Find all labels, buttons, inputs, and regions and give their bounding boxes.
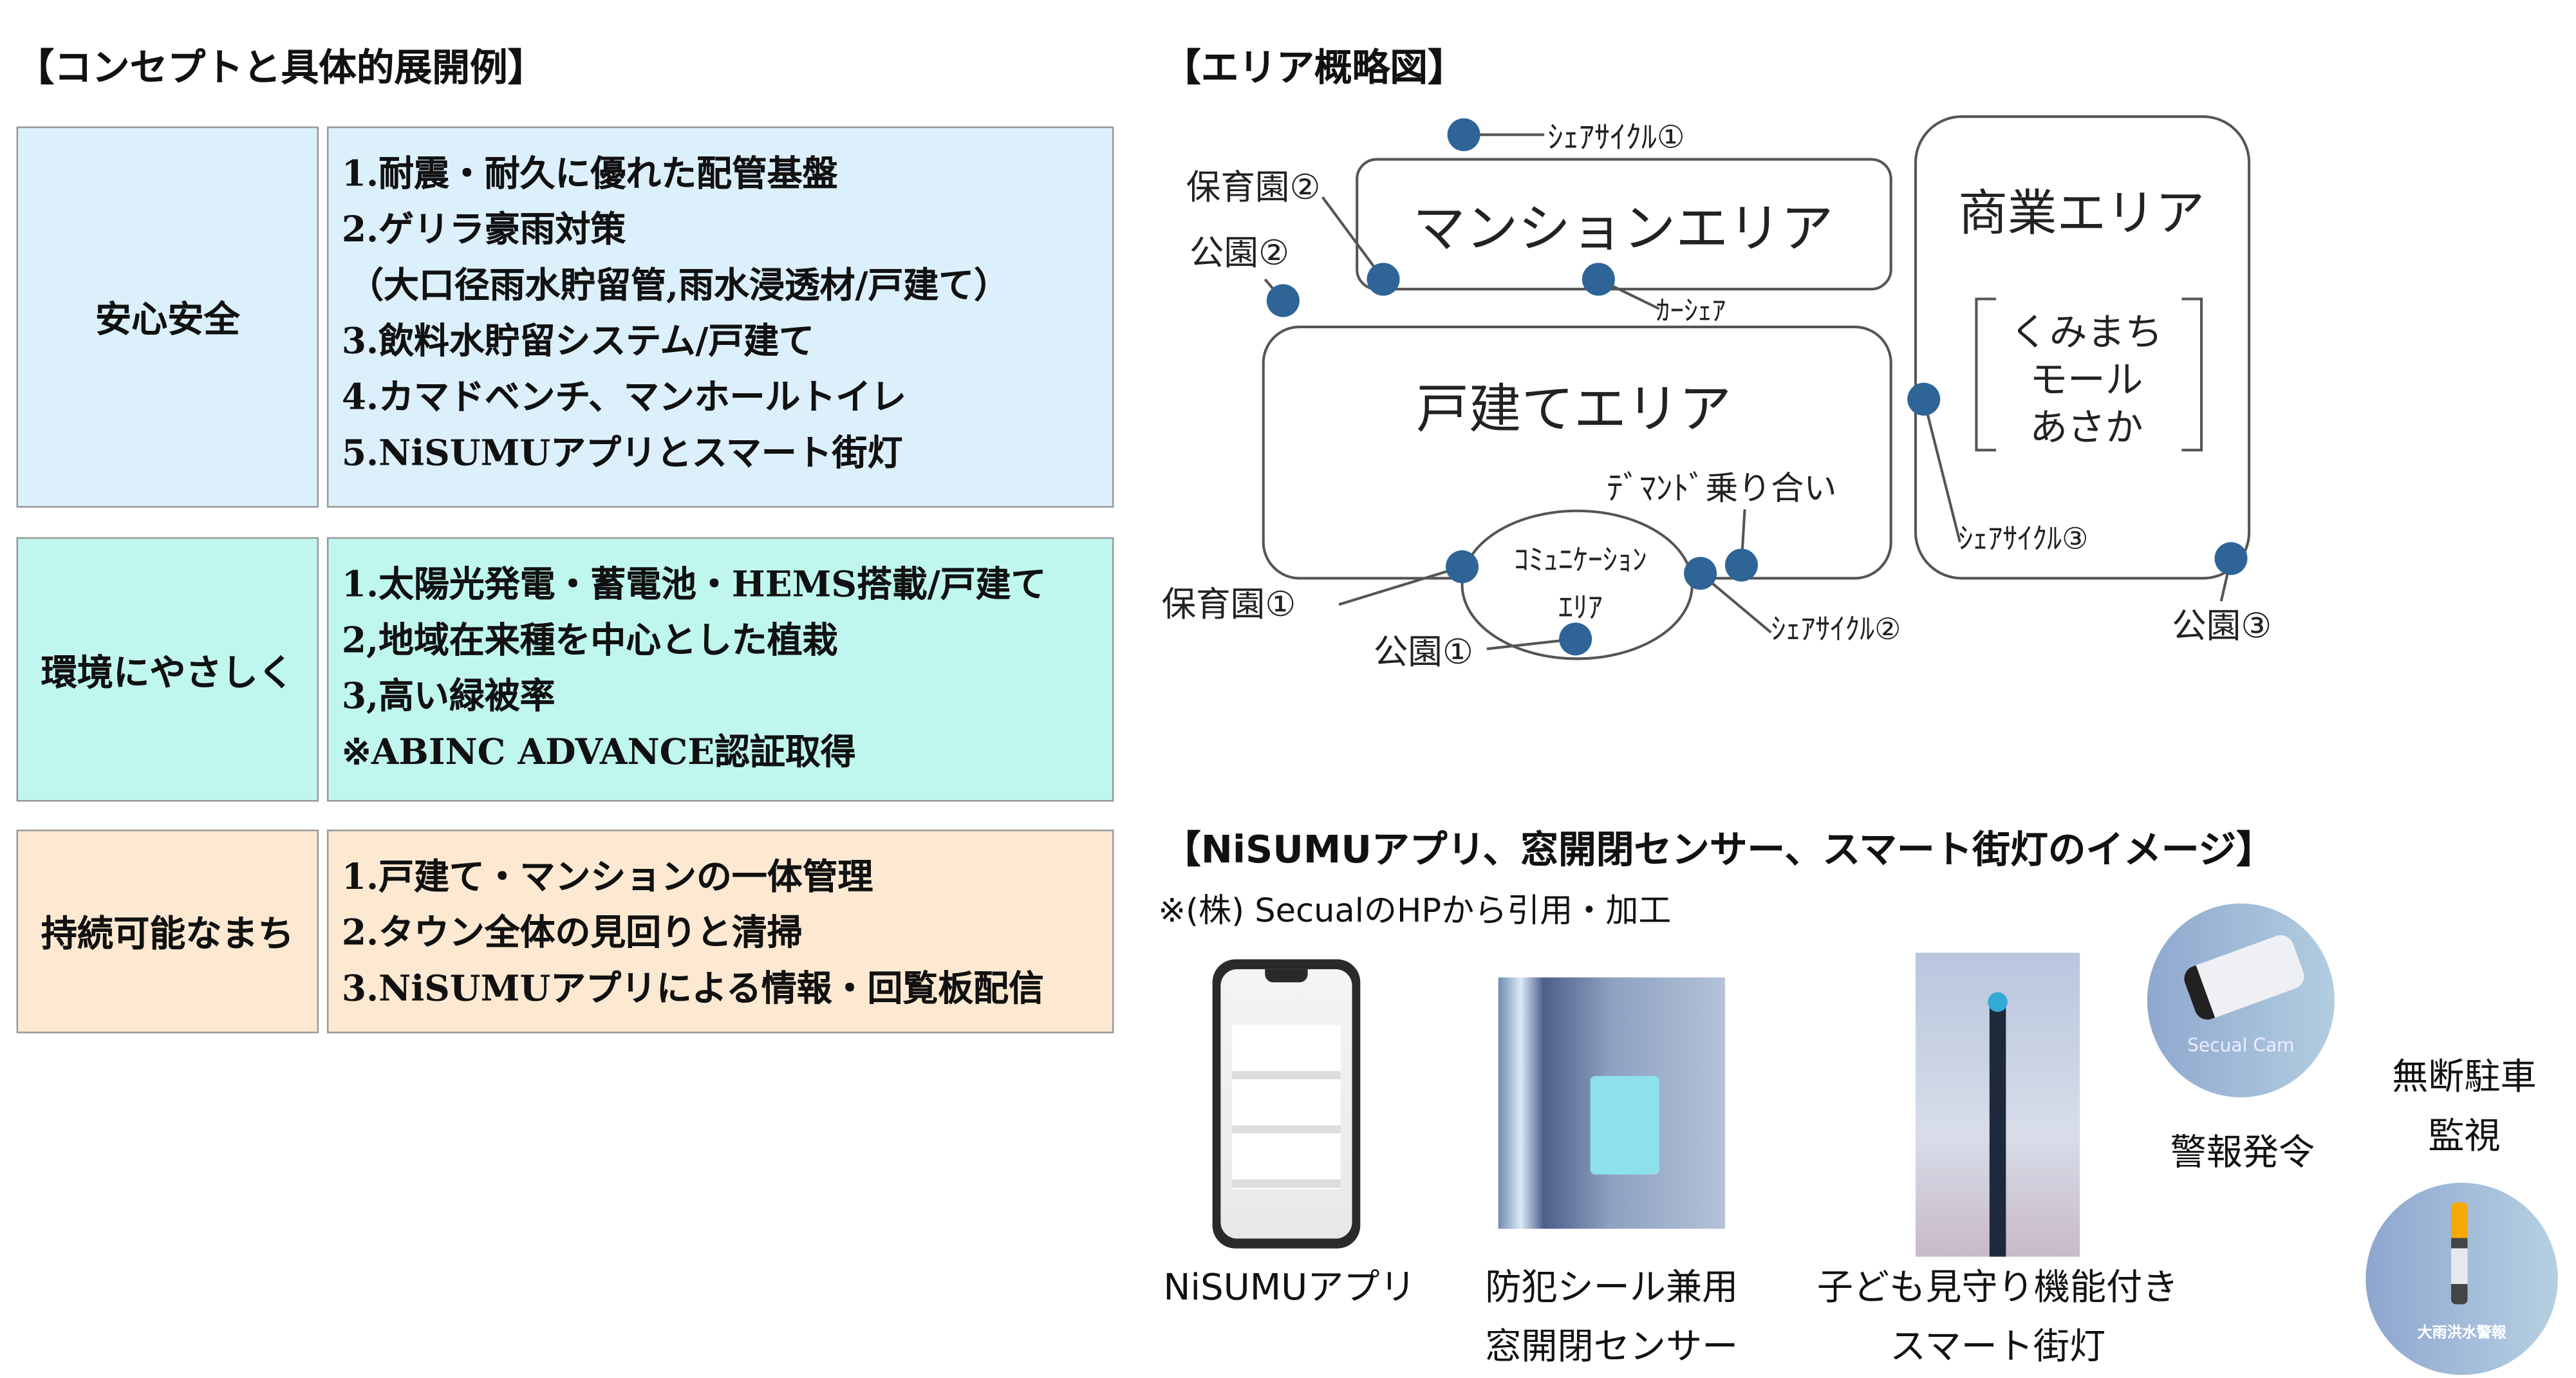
dot-share-cycle-2 (1684, 557, 1717, 590)
list-item: 1.耐震・耐久に優れた配管基盤 (341, 154, 838, 196)
caption-sensor: 防犯シール兼用 窓開閉センサー (1455, 1260, 1768, 1378)
dot-demand-ride (1724, 548, 1758, 582)
caption-line: 防犯シール兼用 (1485, 1268, 1739, 1310)
label-park-2: 公園② (1190, 232, 1289, 273)
list-item: 1.太陽光発電・蓄電池・HEMS搭載/戸建て (341, 564, 1047, 606)
mansion-area-box (1356, 158, 1892, 291)
label-nursery-2: 保育園② (1186, 167, 1321, 207)
caption-line: 子ども見守り機能付き (1816, 1268, 2179, 1310)
list-item: （大口径雨水貯留管,雨水浸透材/戸建て） (348, 266, 1009, 308)
dot-park-2 (1266, 284, 1300, 317)
smart-streetlight-image (1915, 953, 2080, 1257)
secual-cam-image: Secual Cam (2147, 903, 2335, 1097)
dot-nursery-2 (1367, 263, 1400, 296)
flood-alarm-image: 大雨洪水警報 (2366, 1182, 2558, 1375)
mall-label-1: くみまち (2010, 310, 2163, 354)
dot-park-3 (2214, 542, 2248, 575)
dot-share-cycle-3 (1907, 382, 1941, 416)
commercial-area-box (1914, 115, 2251, 580)
community-label-2: ｴﾘｱ (1558, 590, 1603, 625)
row-items-safety: 1.耐震・耐久に優れた配管基盤 2.ゲリラ豪雨対策 （大口径雨水貯留管,雨水浸透… (326, 126, 1114, 508)
label-share-cycle-2: ｼｪｱｻｲｸﾙ② (1771, 611, 1901, 646)
caption-line: 窓開閉センサー (1485, 1327, 1739, 1369)
caption-parking: 無断駐車 監視 (2366, 1050, 2562, 1168)
nisumu-app-phone-image (1212, 959, 1361, 1249)
mall-label-2: モール (2030, 358, 2143, 402)
dot-nursery-1 (1446, 550, 1479, 584)
flood-label: 大雨洪水警報 (2417, 1325, 2506, 1343)
images-title: 【NiSUMUアプリ、窓開閉センサー、スマート街灯のイメージ】 (1163, 829, 2274, 873)
list-item: 3,高い緑被率 (341, 676, 555, 718)
list-item: 2.タウン全体の見回りと清掃 (341, 913, 803, 954)
images-note: ※(株) SecualのHPから引用・加工 (1158, 890, 1672, 930)
list-item: 4.カマドベンチ、マンホールトイレ (341, 378, 907, 419)
caption-alarm: 警報発令 (2170, 1133, 2315, 1175)
label-park-1: 公園① (1374, 631, 1473, 672)
dot-share-cycle-1 (1447, 118, 1480, 151)
row-label-environment: 環境にやさしく (16, 537, 319, 802)
dot-park-1 (1559, 622, 1592, 656)
row-label-safety: 安心安全 (16, 126, 319, 508)
list-item: 5.NiSUMUアプリとスマート街灯 (341, 433, 903, 475)
community-label-1: ｺﾐｭﾆｹｰｼｮﾝ (1514, 543, 1647, 577)
label-share-cycle-3: ｼｪｱｻｲｸﾙ③ (1958, 521, 2088, 555)
concept-title: 【コンセプトと具体的展開例】 (16, 48, 546, 91)
area-map-diagram: マンションエリア 戸建てエリア 商業エリア くみまち モール あさか ｺﾐｭﾆｹ… (1161, 115, 2272, 672)
list-item: 3.飲料水貯留システム/戸建て (341, 322, 815, 364)
list-item: ※ABINC ADVANCE認証取得 (341, 732, 856, 774)
list-item: 2,地域在来種を中心とした植栽 (341, 620, 838, 662)
label-car-share: ｶｰｼｪｱ (1656, 295, 1726, 328)
list-item: 2.ゲリラ豪雨対策 (341, 210, 626, 252)
house-area-label: 戸建てエリア (1416, 379, 1731, 440)
caption-line: 監視 (2428, 1117, 2501, 1159)
list-item: 3.NiSUMUアプリによる情報・回覧板配信 (341, 969, 1044, 1010)
area-map-title: 【エリア概略図】 (1163, 48, 1466, 91)
list-item: 1.戸建て・マンションの一体管理 (341, 857, 873, 899)
label-demand-ride: ﾃﾞﾏﾝﾄﾞ乗り合い (1607, 470, 1836, 508)
mansion-area-label: マンションエリア (1413, 198, 1833, 259)
mall-label-3: あさか (2030, 405, 2143, 449)
caption-line: スマート街灯 (1889, 1327, 2106, 1369)
dot-car-share (1582, 263, 1615, 296)
commercial-area-label: 商業エリア (1958, 185, 2205, 242)
row-items-environment: 1.太陽光発電・蓄電池・HEMS搭載/戸建て 2,地域在来種を中心とした植栽 3… (326, 537, 1114, 802)
caption-line: 無断駐車 (2392, 1057, 2537, 1099)
cam-label: Secual Cam (2187, 1034, 2295, 1057)
label-nursery-1: 保育園① (1161, 584, 1296, 624)
row-label-sustainable: 持続可能なまち (16, 829, 319, 1034)
caption-streetlight: 子ども見守り機能付き スマート街灯 (1784, 1260, 2212, 1378)
caption-app: NiSUMUアプリ (1163, 1268, 1416, 1310)
label-share-cycle-1: ｼｪｱｻｲｸﾙ① (1547, 120, 1685, 156)
window-sensor-image (1498, 977, 1725, 1229)
label-park-3: 公園③ (2172, 605, 2272, 646)
mall-bracket (1975, 297, 2203, 452)
row-items-sustainable: 1.戸建て・マンションの一体管理 2.タウン全体の見回りと清掃 3.NiSUMU… (326, 829, 1114, 1034)
